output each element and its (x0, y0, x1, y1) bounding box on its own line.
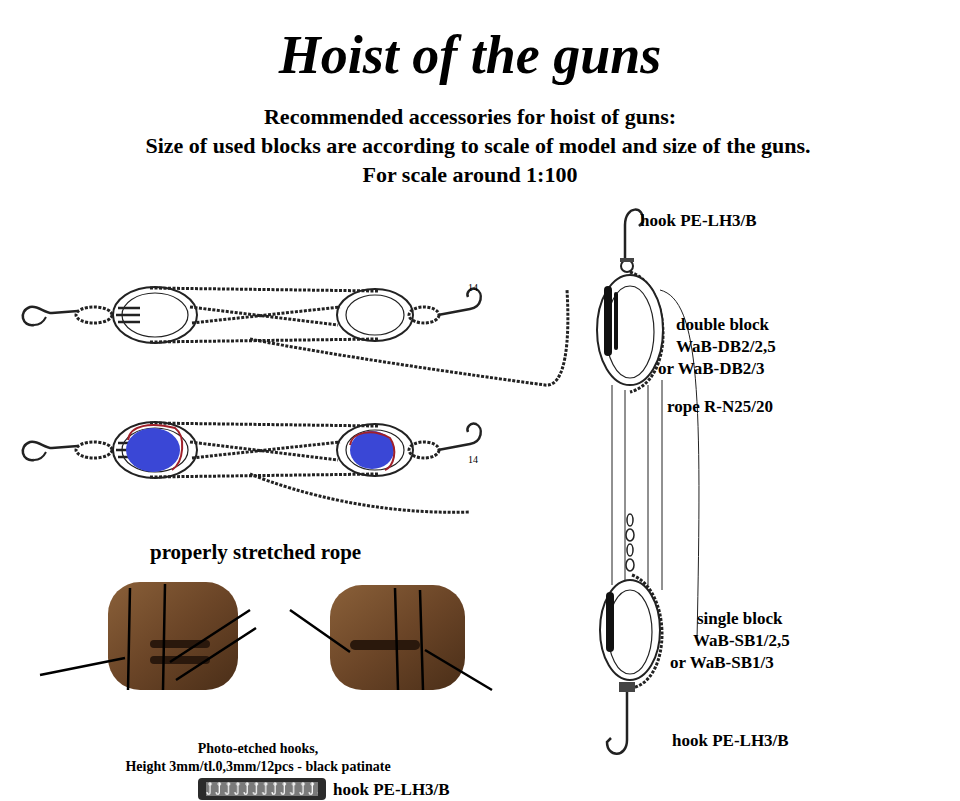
note: Height 3mm/tl.0,3mm/12pcs - black patina… (125, 760, 390, 774)
part-code: or WaB-DB2/3 (658, 360, 765, 377)
part-code: WaB-SB1/2,5 (693, 632, 790, 649)
note: properly stretched rope (150, 542, 361, 563)
part-label: hook PE-LH3/B (640, 212, 757, 229)
part-label: double block (676, 316, 769, 333)
callout-number: 14 (468, 455, 478, 465)
subtitle: For scale around 1:100 (363, 164, 578, 186)
subtitle: Size of used blocks are according to sca… (145, 135, 810, 157)
callout-number: 14 (468, 283, 478, 293)
title: Hoist of the guns (279, 28, 662, 82)
part-label: rope R-N25/20 (667, 398, 773, 415)
part-label: hook PE-LH3/B (333, 781, 450, 798)
subtitle: Recommended accessories for hoist of gun… (264, 106, 676, 128)
note: Photo-etched hooks, (198, 742, 319, 756)
part-code: WaB-DB2/2,5 (676, 338, 776, 355)
part-code: or WaB-SB1/3 (670, 654, 774, 671)
part-label: single block (697, 610, 783, 627)
part-label: hook PE-LH3/B (672, 732, 789, 749)
